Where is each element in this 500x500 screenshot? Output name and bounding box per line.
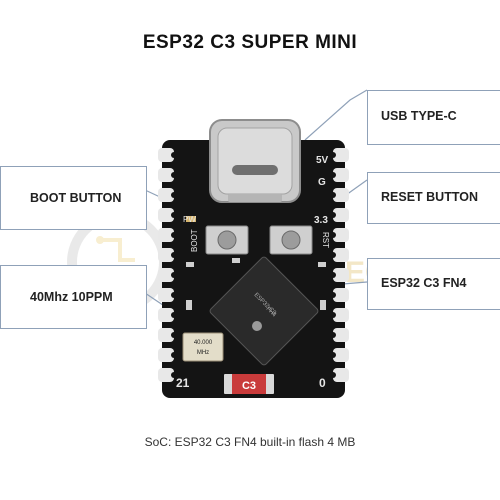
ceramic-antenna bbox=[224, 374, 274, 394]
pin-label-g: G bbox=[318, 177, 326, 188]
esp32-chip bbox=[209, 256, 319, 366]
pin-label-3v3: 3.3 bbox=[314, 215, 328, 226]
reset-callout-box bbox=[367, 172, 500, 224]
boot-button bbox=[205, 225, 249, 255]
crystal-callout-label: 40Mhz 10PPM bbox=[30, 290, 113, 304]
crystal-oscillator bbox=[182, 332, 224, 362]
esp-callout-label: ESP32 C3 FN4 bbox=[381, 276, 467, 290]
usb-callout-label: USB TYPE-C bbox=[381, 109, 457, 123]
usb-c-connector bbox=[209, 119, 301, 203]
silk-label-rst: RST bbox=[321, 232, 330, 248]
boot-callout-box bbox=[0, 166, 147, 230]
silk-label-pw: PW bbox=[183, 215, 196, 224]
page-title: ESP32 C3 SUPER MINI bbox=[142, 32, 358, 53]
pin-label-0: 0 bbox=[319, 376, 326, 390]
reset-callout-label: RESET BUTTON bbox=[381, 190, 478, 204]
crystal-frequency: 40.000 bbox=[194, 340, 213, 346]
pin-label-5v: 5V bbox=[316, 155, 329, 166]
right-pin-row bbox=[333, 148, 349, 382]
antenna-label: C3 bbox=[242, 380, 256, 392]
crystal-callout-box bbox=[0, 265, 147, 329]
crystal-unit: MHz bbox=[197, 350, 209, 356]
pin-label-21: 21 bbox=[176, 376, 190, 390]
usb-callout-box bbox=[367, 90, 500, 145]
silk-label-boot: BOOT bbox=[190, 229, 199, 252]
boot-callout-label: BOOT BUTTON bbox=[30, 191, 122, 205]
left-pin-row bbox=[158, 148, 174, 382]
esp-callout-box bbox=[367, 258, 500, 310]
usb-callout-line bbox=[304, 89, 368, 141]
reset-button bbox=[269, 225, 313, 255]
soc-caption: SoC: ESP32 C3 FN4 built-in flash 4 MB bbox=[144, 435, 356, 449]
